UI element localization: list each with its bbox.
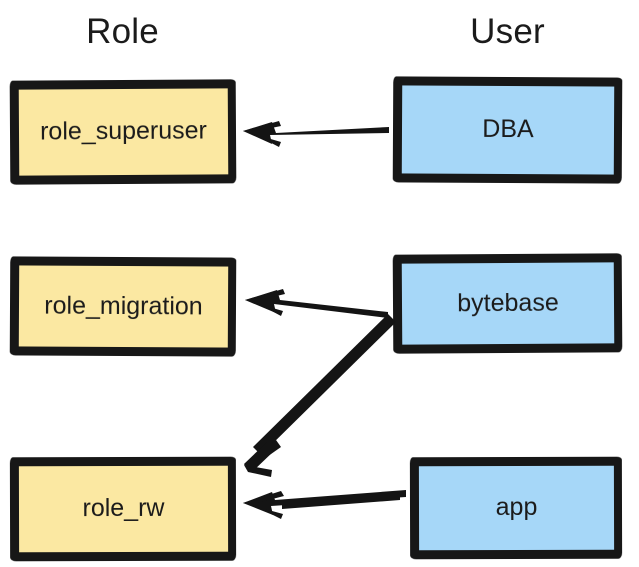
node-role-superuser-label: role_superuser: [40, 116, 207, 146]
edge-bytebase-to-role-migration-icon: [245, 289, 388, 318]
edge-dba-to-role-superuser-icon: [243, 121, 389, 147]
edge-bytebase-to-role-rw-icon: [244, 314, 396, 477]
edge-app-to-role-rw-icon: [243, 490, 406, 519]
column-header-user: User: [470, 12, 545, 51]
node-user-app[interactable]: app: [409, 456, 623, 560]
node-user-app-label: app: [495, 493, 538, 522]
column-header-role: Role: [86, 12, 159, 51]
node-user-bytebase-label: bytebase: [457, 288, 559, 318]
node-role-migration-label: role_migration: [44, 291, 203, 321]
node-role-rw[interactable]: role_rw: [9, 456, 237, 562]
node-user-bytebase[interactable]: bytebase: [392, 253, 623, 354]
node-user-dba-label: DBA: [482, 115, 534, 144]
node-role-migration[interactable]: role_migration: [9, 256, 237, 357]
node-role-superuser[interactable]: role_superuser: [9, 79, 237, 185]
node-user-dba[interactable]: DBA: [392, 76, 623, 184]
node-role-rw-label: role_rw: [82, 494, 165, 523]
